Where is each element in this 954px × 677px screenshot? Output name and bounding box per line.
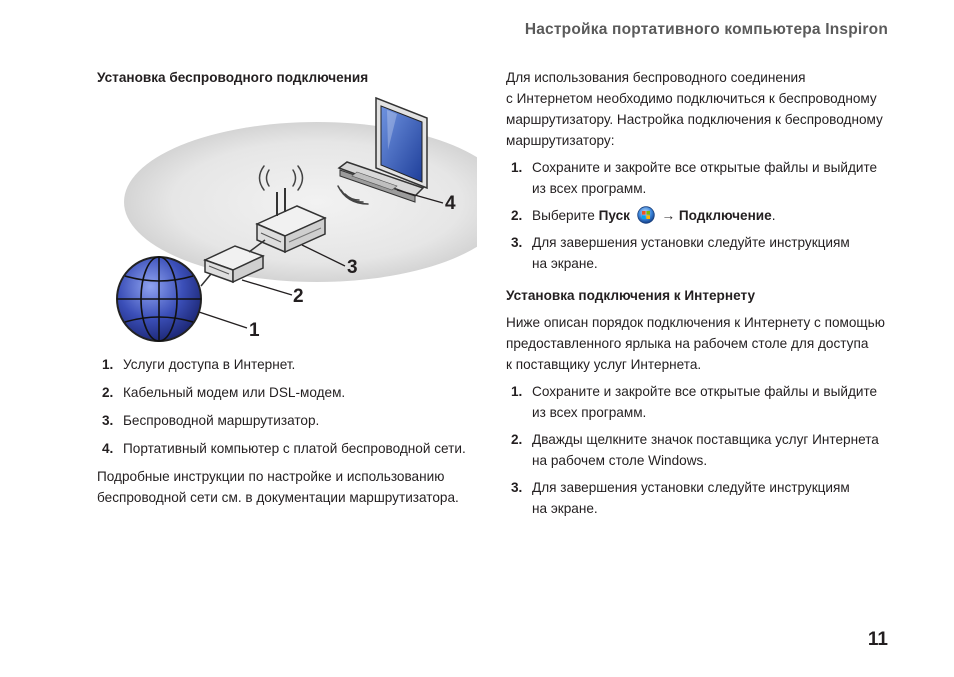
step-line: Сохраните и закройте все открытые файлы … xyxy=(532,384,878,399)
router-docs-note: Подробные инструкции по настройке и испо… xyxy=(97,466,475,508)
page-number: 11 xyxy=(867,629,888,650)
wireless-step-2: 2. Выберите Пуск → Подключение. xyxy=(506,205,898,226)
callout-number-4: 4 xyxy=(445,193,456,214)
intro-line: маршрутизатору. Настройка подключения к … xyxy=(506,112,883,127)
internet-step-1: 1. Сохраните и закройте все открытые фай… xyxy=(506,381,898,423)
step-line: на экране. xyxy=(532,256,598,271)
legend-text: Услуги доступа в Интернет. xyxy=(123,357,296,372)
internet-step-2: 2. Дважды щелкните значок поставщика усл… xyxy=(506,429,898,471)
legend-number: 1. xyxy=(102,357,114,372)
legend-text: Портативный компьютер с платой беспровод… xyxy=(123,441,466,456)
intro-line: к поставщику услуг Интернета. xyxy=(506,357,702,372)
laptop-wifi-signal-icon xyxy=(337,185,369,205)
legend-text: Беспроводной маршрутизатор. xyxy=(123,413,320,428)
wireless-step-1: 1. Сохраните и закройте все открытые фай… xyxy=(506,157,898,199)
wireless-network-diagram: 1 2 3 4 xyxy=(116,96,477,342)
internet-step-3: 3. Для завершения установки следуйте инс… xyxy=(506,477,898,519)
legend-item: 4. Портативный компьютер с платой беспро… xyxy=(97,438,475,459)
note-line: беспроводной сети см. в документации мар… xyxy=(97,490,459,505)
internet-section-heading: Установка подключения к Интернету xyxy=(506,288,756,303)
intro-line: с Интернетом необходимо подключиться к б… xyxy=(506,91,877,106)
legend-item: 2. Кабельный модем или DSL-модем. xyxy=(97,382,475,403)
step-line: Сохраните и закройте все открытые файлы … xyxy=(532,160,878,175)
intro-line: Для использования беспроводного соединен… xyxy=(506,70,806,85)
internet-intro-paragraph: Ниже описан порядок подключения к Интерн… xyxy=(506,312,898,375)
wireless-steps-list: 1. Сохраните и закройте все открытые фай… xyxy=(506,157,898,274)
step-line: Для завершения установки следуйте инстру… xyxy=(532,235,850,250)
step-number: 1. xyxy=(511,384,523,399)
callout-leader-lines xyxy=(198,189,444,329)
running-header: Настройка портативного компьютера Inspir… xyxy=(524,21,888,38)
modem-icon xyxy=(203,245,265,284)
callout-number-1: 1 xyxy=(249,320,260,341)
step-number: 2. xyxy=(511,432,523,447)
intro-line: маршрутизатору: xyxy=(506,133,615,148)
step-prefix: Выберите xyxy=(532,208,599,223)
right-column: Для использования беспроводного соединен… xyxy=(506,67,898,519)
legend-item: 1. Услуги доступа в Интернет. xyxy=(97,354,475,375)
start-label[interactable]: Пуск xyxy=(598,208,630,223)
step-number: 3. xyxy=(511,480,523,495)
wireless-intro-paragraph: Для использования беспроводного соединен… xyxy=(506,67,898,151)
wireless-section-heading: Установка беспроводного подключения xyxy=(97,70,369,85)
router-wifi-signal-icon xyxy=(258,165,304,191)
router-icon xyxy=(255,188,327,254)
connect-label[interactable]: Подключение xyxy=(678,208,772,223)
left-legend-column: 1. Услуги доступа в Интернет. 2. Кабельн… xyxy=(97,354,475,508)
legend-text: Кабельный модем или DSL-модем. xyxy=(123,385,346,400)
legend-number: 2. xyxy=(102,385,114,400)
step-line: на рабочем столе Windows. xyxy=(532,453,708,468)
left-column: Установка беспроводного подключения xyxy=(97,67,475,88)
step-number: 3. xyxy=(511,235,523,250)
legend-item: 3. Беспроводной маршрутизатор. xyxy=(97,410,475,431)
laptop-icon xyxy=(337,96,428,203)
step-line: на экране. xyxy=(532,501,598,516)
globe-icon xyxy=(116,256,202,342)
intro-line: предоставленного ярлыка на рабочем столе… xyxy=(506,336,869,351)
step-line: Для завершения установки следуйте инстру… xyxy=(532,480,850,495)
step-line: из всех программ. xyxy=(532,405,647,420)
intro-line: Ниже описан порядок подключения к Интерн… xyxy=(506,315,885,330)
callout-number-3: 3 xyxy=(347,257,358,278)
wireless-step-3: 3. Для завершения установки следуйте инс… xyxy=(506,232,898,274)
diagram-legend-list: 1. Услуги доступа в Интернет. 2. Кабельн… xyxy=(97,354,475,459)
step-line: из всех программ. xyxy=(532,181,647,196)
note-line: Подробные инструкции по настройке и испо… xyxy=(97,469,445,484)
arrow-glyph: → xyxy=(657,208,679,223)
step-suffix: . xyxy=(771,208,776,223)
callout-number-2: 2 xyxy=(293,286,304,307)
legend-number: 3. xyxy=(102,413,114,428)
internet-steps-list: 1. Сохраните и закройте все открытые фай… xyxy=(506,381,898,519)
step-line: Дважды щелкните значок поставщика услуг … xyxy=(532,432,879,447)
legend-number: 4. xyxy=(102,441,114,456)
network-cables xyxy=(200,239,266,287)
windows-start-icon xyxy=(637,206,655,224)
step-number: 1. xyxy=(511,160,523,175)
step-number: 2. xyxy=(511,208,523,223)
